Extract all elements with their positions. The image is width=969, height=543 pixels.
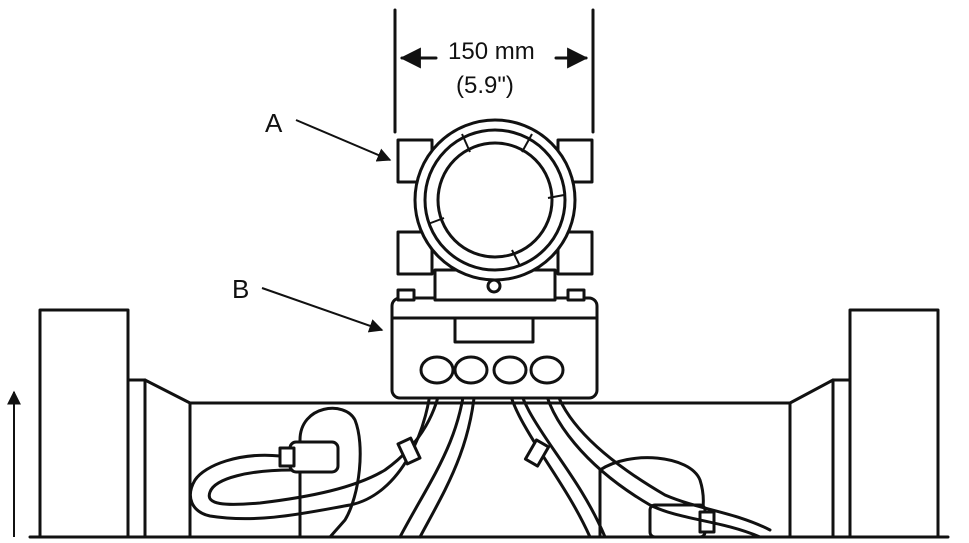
- callout-a-label: A: [265, 108, 283, 138]
- cables: [189, 370, 772, 539]
- callout-b-label: B: [232, 274, 250, 304]
- left-flange: [38, 308, 147, 539]
- callout-b-leader: [261, 287, 384, 333]
- callout-a-leader: [295, 119, 392, 162]
- dimension-metric-label: 150 mm: [448, 38, 535, 65]
- dimension-imperial-label: (5.9"): [456, 72, 514, 99]
- dimension-lines: [393, 8, 595, 134]
- left-transducer-housing: [278, 406, 362, 539]
- meter-body: [28, 378, 950, 539]
- right-transducer-housing: [598, 456, 716, 539]
- junction-box: [390, 288, 599, 400]
- right-flange: [831, 308, 940, 539]
- transmitter-head: [396, 118, 594, 302]
